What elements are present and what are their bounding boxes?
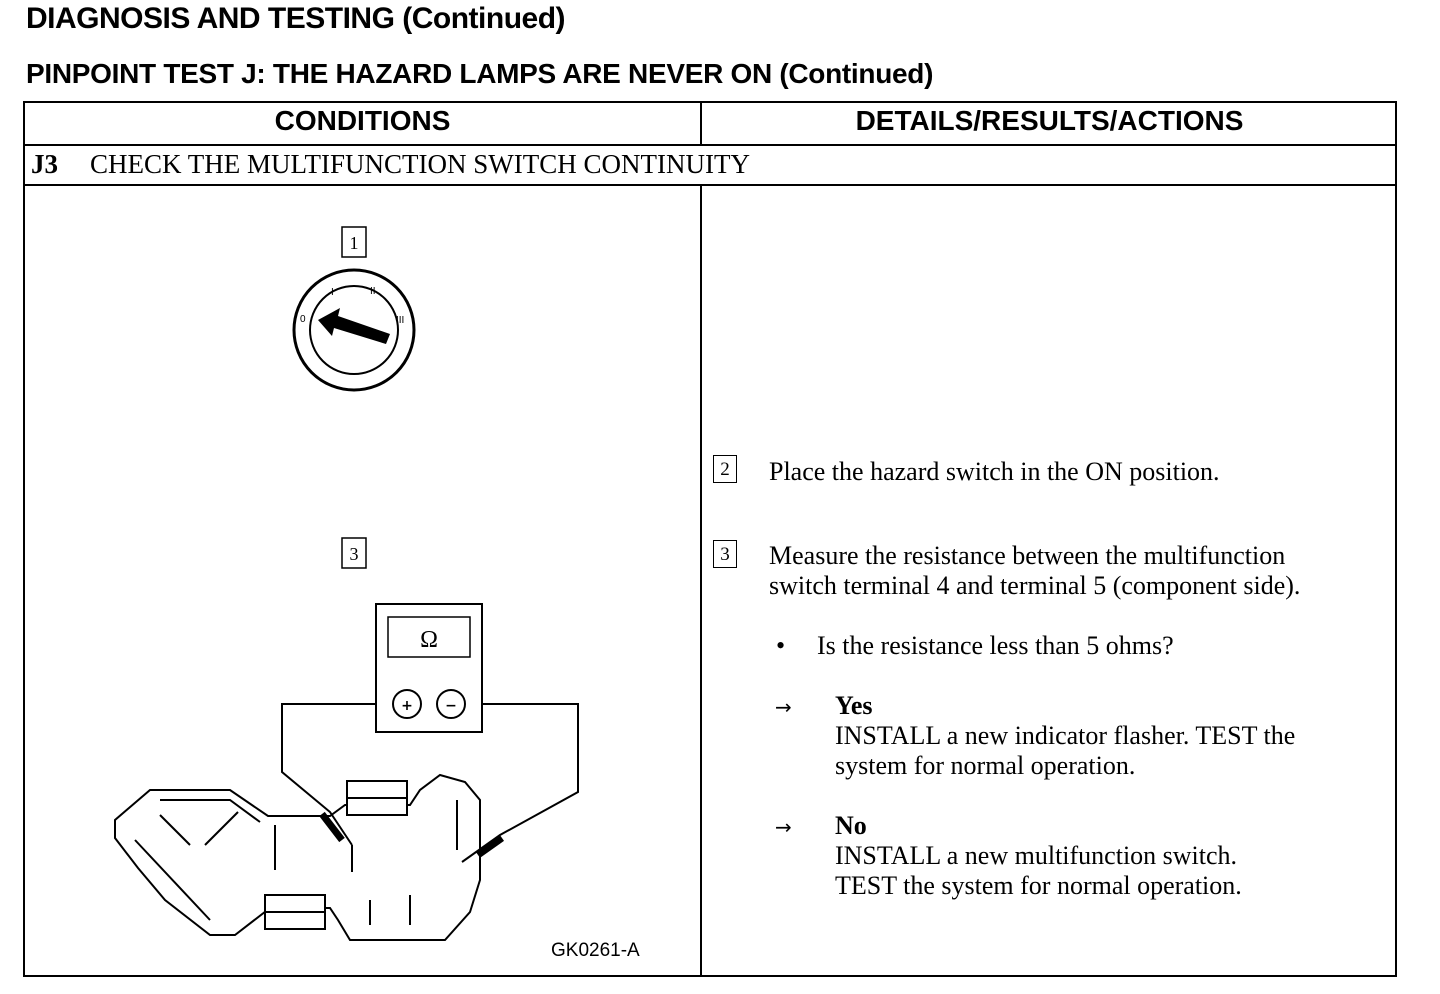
arrow-right-icon: → [775,695,792,719]
svg-text:III: III [396,315,404,326]
column-divider [700,184,702,975]
step-3-text: Measure the resistance between the multi… [769,541,1301,600]
step-id: J3 [31,149,58,179]
step-3-callout: 3 [713,540,737,568]
step-2-callout: 2 [713,455,737,483]
step-2-text: Place the hazard switch in the ON positi… [769,457,1220,486]
callout-1: 1 [341,226,367,258]
header-rule [25,144,1395,146]
ohmmeter-icon: Ω + − [375,603,483,733]
svg-text:Ω: Ω [420,627,438,653]
result-no: No INSTALL a new multifunction switch. T… [835,811,1242,900]
step-title: CHECK THE MULTIFUNCTION SWITCH CONTINUIT… [90,149,750,179]
svg-text:+: + [401,698,413,714]
test-title: PINPOINT TEST J: THE HAZARD LAMPS ARE NE… [26,58,934,89]
test-leads [281,703,579,863]
figure-code: GK0261-A [551,940,640,961]
result-yes: Yes INSTALL a new indicator flasher. TES… [835,691,1296,780]
multifunction-switch-icon [114,773,481,941]
header-divider [700,103,702,144]
arrow-right-icon: → [775,815,792,839]
svg-text:1: 1 [350,233,359,253]
column-header-conditions: CONDITIONS [274,105,451,136]
step-rule [25,184,1395,186]
column-header-details: DETAILS/RESULTS/ACTIONS [855,105,1244,136]
svg-text:0: 0 [300,314,306,325]
svg-text:−: − [445,698,457,714]
svg-text:I: I [331,287,334,298]
page-title: DIAGNOSIS AND TESTING (Continued) [26,2,566,35]
test-table: CONDITIONS DETAILS/RESULTS/ACTIONS J3 CHE… [23,101,1397,977]
bullet: • [776,631,786,660]
step-row: J3 CHECK THE MULTIFUNCTION SWITCH CONTINU… [31,149,750,180]
question-text: Is the resistance less than 5 ohms? [817,631,1174,660]
rotary-switch-icon: 0 I II III [292,268,416,392]
callout-3: 3 [341,537,367,569]
svg-text:3: 3 [350,544,359,564]
svg-text:II: II [370,286,376,297]
